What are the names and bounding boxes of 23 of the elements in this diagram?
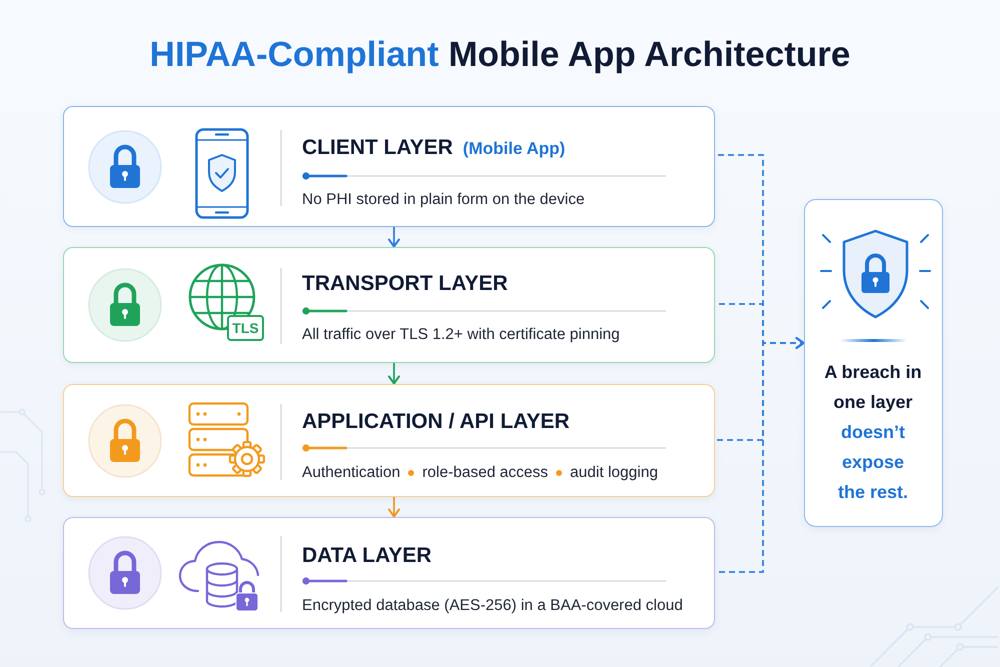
layer-description: role-based access <box>422 462 548 482</box>
layer-description: No PHI stored in plain form on the device <box>302 190 585 210</box>
layer-title: DATA LAYER <box>302 543 432 569</box>
callout-panel <box>804 199 943 527</box>
arrow <box>388 227 400 248</box>
layer-card <box>63 106 715 227</box>
layer-card <box>63 517 715 629</box>
layer-title: APPLICATION / API LAYER <box>302 409 570 435</box>
layer-subtitle: (Mobile App) <box>462 138 566 160</box>
layer-description: Encrypted database (AES-256) in a BAA-covered cloud <box>302 596 683 616</box>
layer-description: All traffic over TLS 1.2+ with certificate pinning <box>302 325 620 345</box>
layer-card <box>63 384 715 497</box>
callout-statement: A breach in one layer <box>823 361 923 414</box>
protocol-tag: TLS <box>227 315 264 341</box>
diagram-title: HIPAA-Compliant Mobile App Architecture <box>150 34 850 76</box>
callout-emphasis: doesn’t expose the rest. <box>836 421 910 504</box>
layer-title: CLIENT LAYER <box>302 135 453 161</box>
layer-title: TRANSPORT LAYER <box>302 271 508 297</box>
layer-description: Authentication <box>302 462 400 482</box>
arrow <box>388 497 400 518</box>
arrow <box>388 363 400 384</box>
layer-card <box>63 247 715 363</box>
layer-description: audit logging <box>570 462 658 482</box>
